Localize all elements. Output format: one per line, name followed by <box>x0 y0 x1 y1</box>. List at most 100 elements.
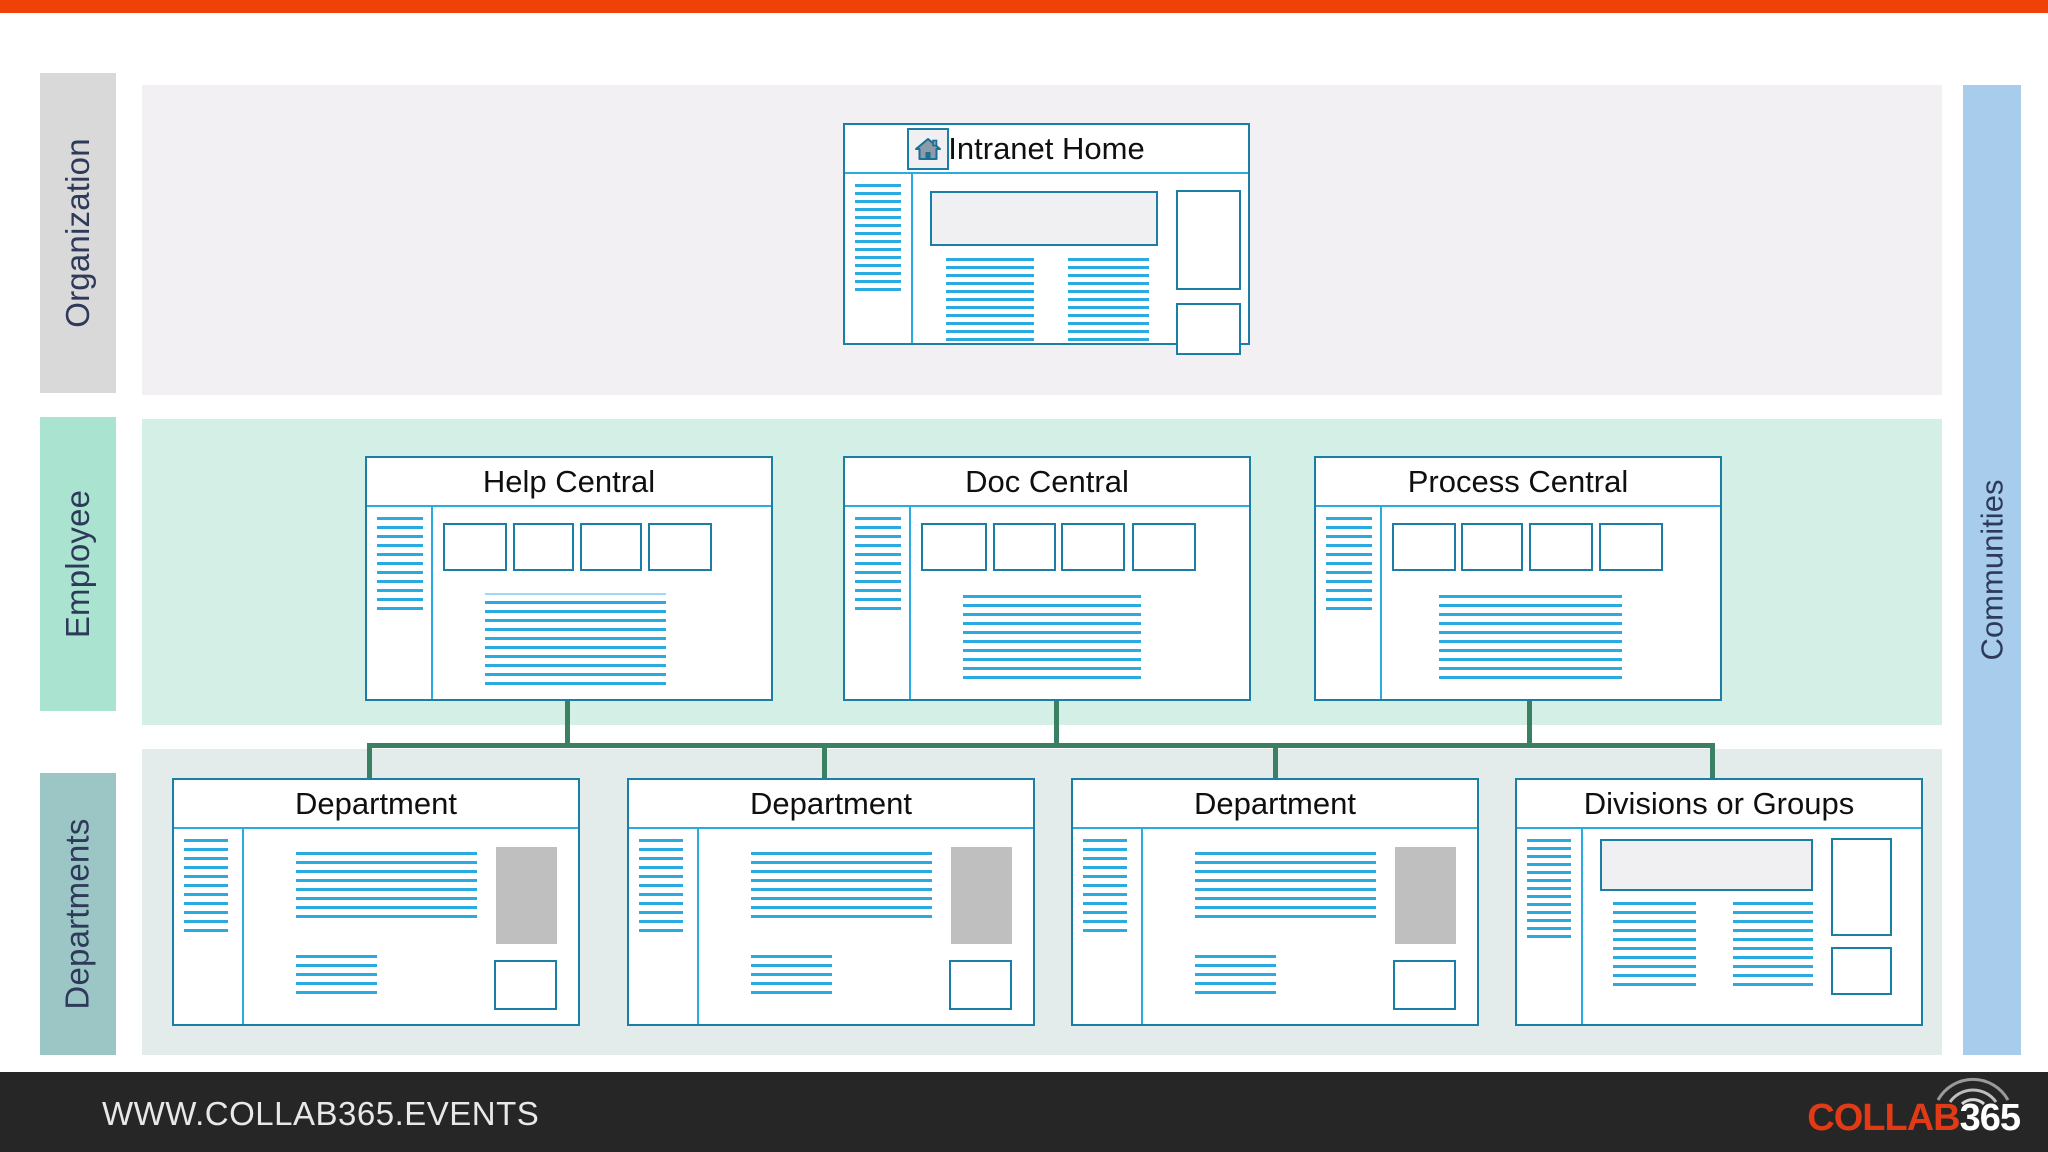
card-help-central-nav <box>367 505 433 699</box>
wifi-arc-icon <box>1936 1077 2010 1106</box>
tile-2[interactable] <box>1461 523 1523 571</box>
card-intranet-home[interactable]: Intranet Home <box>843 123 1250 355</box>
content-line-stack <box>963 595 1141 685</box>
connector-help-central-drop <box>565 701 570 746</box>
row-label-organization: Organization <box>40 73 116 393</box>
right-widget-placeholder-bottom <box>1176 303 1241 355</box>
content-column-right <box>1733 902 1813 992</box>
diagram-stage: Organization Employee Departments Commun… <box>0 13 2048 1072</box>
article-line-stack <box>751 852 932 924</box>
row-label-organization-text: Organization <box>59 138 97 328</box>
card-department-2-main <box>699 827 1033 1024</box>
connector-department-1-drop <box>367 743 372 793</box>
tile-1[interactable] <box>921 523 987 571</box>
right-widget-placeholder-bottom <box>1831 947 1892 995</box>
collab365-logo-text: COLLAB365 <box>1807 1097 2021 1140</box>
card-department-3-body <box>1073 827 1477 1024</box>
hero-banner-placeholder <box>930 191 1158 246</box>
card-help-central[interactable]: Help Central <box>365 456 773 701</box>
card-doc-central-body <box>845 505 1249 699</box>
card-help-central-body <box>367 505 771 699</box>
card-divisions-or-groups-main <box>1583 827 1921 1024</box>
footer-url[interactable]: WWW.COLLAB365.EVENTS <box>102 1095 540 1132</box>
image-placeholder <box>1395 847 1456 944</box>
card-department-1-body <box>174 827 578 1024</box>
article-line-stack <box>1195 852 1376 924</box>
nav-line-stack <box>184 839 234 932</box>
widget-placeholder[interactable] <box>1393 960 1456 1010</box>
connector-process-central-drop <box>1527 701 1532 746</box>
right-widget-placeholder-top <box>1831 838 1892 936</box>
top-accent-bar <box>0 0 2048 13</box>
image-placeholder <box>951 847 1012 944</box>
card-intranet-home-title: Intranet Home <box>948 131 1145 166</box>
content-column-right <box>1068 258 1149 346</box>
card-department-1-nav <box>174 827 244 1024</box>
card-process-central-nav <box>1316 505 1382 699</box>
image-placeholder <box>496 847 557 944</box>
article-line-stack-secondary <box>1195 955 1276 1000</box>
hero-banner-placeholder <box>1600 839 1813 891</box>
card-intranet-home-main <box>913 172 1248 355</box>
widget-placeholder[interactable] <box>494 960 557 1010</box>
row-label-departments: Departments <box>40 773 116 1055</box>
nav-line-stack <box>855 517 901 610</box>
tile-3[interactable] <box>1061 523 1125 571</box>
connector-divisions-drop <box>1710 743 1715 793</box>
logo-word-collab: COLLAB <box>1807 1097 1960 1139</box>
card-help-central-title: Help Central <box>367 458 771 507</box>
card-intranet-home-nav <box>845 172 913 343</box>
nav-line-stack <box>1326 517 1372 610</box>
article-line-stack <box>296 852 477 924</box>
tile-4[interactable] <box>1132 523 1196 571</box>
content-column-left <box>946 258 1034 346</box>
tile-1[interactable] <box>1392 523 1456 571</box>
connector-bus <box>367 743 1715 748</box>
tile-2[interactable] <box>513 523 574 571</box>
tile-4[interactable] <box>1599 523 1663 571</box>
tile-3[interactable] <box>580 523 642 571</box>
connector-department-2-drop <box>822 743 827 793</box>
card-department-2[interactable]: Department <box>627 778 1035 1026</box>
content-column-left <box>1613 902 1696 992</box>
card-divisions-or-groups[interactable]: Divisions or Groups <box>1515 778 1923 1026</box>
nav-line-stack <box>855 184 903 291</box>
nav-line-stack <box>1083 839 1133 932</box>
card-intranet-home-title-bar: Intranet Home <box>845 125 1248 174</box>
communities-rail[interactable]: Communities <box>1963 85 2021 1055</box>
card-doc-central[interactable]: Doc Central <box>843 456 1251 701</box>
widget-placeholder[interactable] <box>949 960 1012 1010</box>
card-process-central[interactable]: Process Central <box>1314 456 1722 701</box>
row-label-employee: Employee <box>40 417 116 711</box>
card-doc-central-main <box>911 505 1249 699</box>
card-department-3-title: Department <box>1073 780 1477 829</box>
nav-line-stack <box>377 517 423 610</box>
card-department-1-main <box>244 827 578 1024</box>
communities-rail-label: Communities <box>1974 479 2010 661</box>
card-department-1[interactable]: Department <box>172 778 580 1026</box>
card-divisions-or-groups-nav <box>1517 827 1583 1024</box>
card-department-3-main <box>1143 827 1477 1024</box>
card-department-3-nav <box>1073 827 1143 1024</box>
tile-3[interactable] <box>1529 523 1593 571</box>
card-process-central-title: Process Central <box>1316 458 1720 507</box>
nav-line-stack <box>1527 839 1573 938</box>
logo-word-365: 365 <box>1959 1097 2021 1139</box>
tile-1[interactable] <box>443 523 507 571</box>
article-line-stack-secondary <box>296 955 377 1000</box>
row-label-departments-text: Departments <box>59 818 96 1010</box>
card-process-central-body <box>1316 505 1720 699</box>
card-help-central-main <box>433 505 771 699</box>
home-icon <box>907 128 949 170</box>
card-department-3[interactable]: Department <box>1071 778 1479 1026</box>
card-doc-central-title: Doc Central <box>845 458 1249 507</box>
tile-4[interactable] <box>648 523 712 571</box>
footer-bar: WWW.COLLAB365.EVENTS COLLAB365 <box>0 1072 2048 1152</box>
card-divisions-or-groups-title: Divisions or Groups <box>1517 780 1921 829</box>
content-line-stack <box>485 593 666 691</box>
nav-line-stack <box>639 839 689 932</box>
tile-2[interactable] <box>993 523 1056 571</box>
card-divisions-or-groups-body <box>1517 827 1921 1024</box>
card-department-2-nav <box>629 827 699 1024</box>
card-department-2-title: Department <box>629 780 1033 829</box>
